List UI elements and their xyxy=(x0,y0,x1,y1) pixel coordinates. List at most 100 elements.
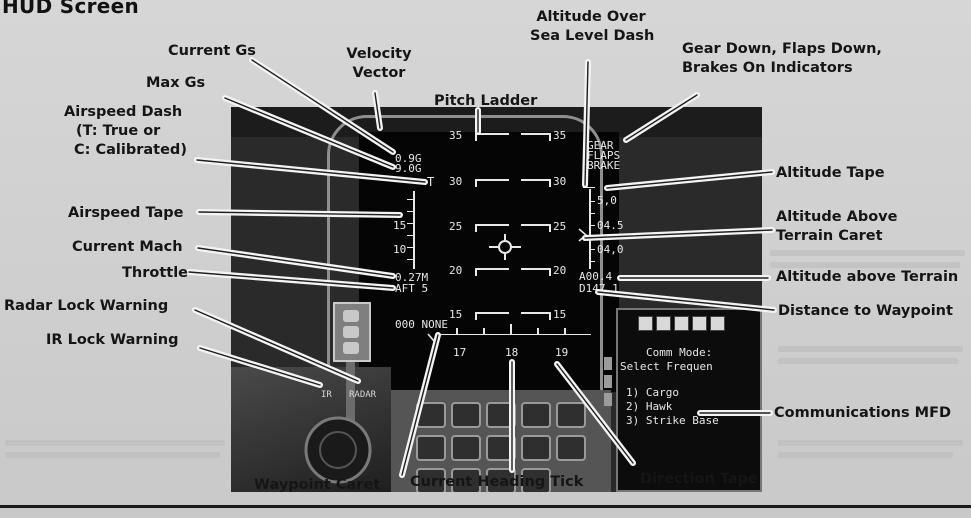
velocity-vector-icon xyxy=(489,234,521,260)
airspeed-tape-tick xyxy=(407,259,413,260)
side-switch xyxy=(604,393,612,406)
mfd-button[interactable] xyxy=(638,316,653,331)
pitch-line xyxy=(475,224,509,226)
label-radar-lock-warning: Radar Lock Warning xyxy=(4,298,169,314)
direction-tape-tick xyxy=(537,328,539,334)
radar-lock-label: RADAR xyxy=(349,390,377,400)
altitude-5-0: 5,0 xyxy=(597,194,617,207)
pitch-tick xyxy=(549,179,551,187)
label-pitch-ladder: Pitch Ladder xyxy=(434,93,538,109)
label-velocity-vector-line-1: Velocity xyxy=(346,46,412,62)
gauge xyxy=(556,435,586,461)
hud-distance-to-waypoint: D147.1 xyxy=(579,282,619,295)
gauge xyxy=(451,468,481,492)
heading-17: 17 xyxy=(453,346,467,359)
gauge xyxy=(521,435,551,461)
pitch-line xyxy=(521,268,551,270)
label-terrain-caret-line-1: Altitude Above xyxy=(776,209,898,225)
pitch-tick xyxy=(475,133,477,141)
background-text-line xyxy=(5,440,225,446)
mfd-button[interactable] xyxy=(692,316,707,331)
pitch-line xyxy=(475,312,509,314)
airspeed-tape-line xyxy=(413,191,415,269)
bottom-rule xyxy=(0,505,971,508)
warning-lamp-pole xyxy=(346,358,355,428)
label-airspeed-dash-line-2: (T: True or xyxy=(76,123,161,139)
direction-tape-tick xyxy=(456,328,458,334)
label-altitude-over-sea-level: Altitude Over Sea Level Dash xyxy=(530,8,655,46)
label-distance-to-waypoint: Distance to Waypoint xyxy=(778,303,953,319)
gauge xyxy=(451,435,481,461)
pitch-label-right-35: 35 xyxy=(553,129,567,142)
mfd-button[interactable] xyxy=(710,316,725,331)
pitch-tick xyxy=(475,312,477,320)
pitch-line xyxy=(521,179,551,181)
hud-airspeed-dash: T xyxy=(427,175,435,189)
altitude-tape-tick xyxy=(589,225,595,226)
radar-dial-icon xyxy=(304,416,372,484)
side-switch xyxy=(604,375,612,388)
gauge xyxy=(521,402,551,428)
heading-19: 19 xyxy=(555,346,569,359)
label-altitude-over-sea-level-line-2: Sea Level Dash xyxy=(530,28,655,44)
pitch-line xyxy=(521,312,551,314)
background-text-line xyxy=(778,440,963,446)
label-airspeed-dash-line-3: C: Calibrated) xyxy=(74,142,187,158)
altitude-tape-tick xyxy=(589,261,595,262)
airspeed-tape-tick xyxy=(407,211,413,212)
hud-flaps-indicator: FLAPS xyxy=(587,149,621,162)
label-terrain-caret-line-2: Terrain Caret xyxy=(776,228,883,244)
airspeed-tape-tick xyxy=(407,235,413,236)
pitch-tick xyxy=(475,224,477,232)
ir-lock-label: IR xyxy=(321,390,332,400)
direction-tape-line xyxy=(441,334,591,335)
gauge xyxy=(451,402,481,428)
pitch-label-right-20: 20 xyxy=(553,264,567,277)
pitch-label-left-35: 35 xyxy=(449,129,463,142)
background-text-line xyxy=(778,452,953,458)
gauge xyxy=(556,402,586,428)
background-text-line xyxy=(5,452,220,458)
lamp-light xyxy=(343,326,359,338)
label-current-heading-tick: Current Heading Tick xyxy=(410,474,584,490)
label-airspeed-dash-line-1: Airspeed Dash xyxy=(64,104,183,120)
altitude-4-5: 04.5 xyxy=(597,219,624,232)
gauge xyxy=(521,468,551,492)
hud-brake-indicator: BRAKE xyxy=(587,159,621,172)
hud-waypoint: 000 NONE xyxy=(395,318,448,331)
warning-lamp-box xyxy=(333,302,371,362)
pitch-label-left-15: 15 xyxy=(449,308,463,321)
background-text-line xyxy=(778,346,963,352)
mfd-option-2[interactable]: 2) Hawk xyxy=(626,400,673,413)
pitch-line xyxy=(475,179,509,181)
altitude-tape-tick xyxy=(583,187,595,188)
pitch-line xyxy=(521,133,551,135)
background-text-line xyxy=(770,250,965,256)
heading-18: 18 xyxy=(505,346,519,359)
mfd-option-1[interactable]: 1) Cargo xyxy=(626,386,679,399)
pitch-line xyxy=(521,224,551,226)
pitch-label-left-20: 20 xyxy=(449,264,463,277)
label-current-mach: Current Mach xyxy=(72,239,183,255)
label-altitude-above-terrain-caret: Altitude Above Terrain Caret xyxy=(776,208,897,246)
lamp-light xyxy=(343,342,359,354)
pitch-tick xyxy=(475,179,477,187)
pitch-line xyxy=(475,268,509,270)
label-altitude-above-terrain: Altitude above Terrain xyxy=(776,269,959,285)
label-velocity-vector-line-2: Vector xyxy=(352,65,406,81)
mfd-button[interactable] xyxy=(656,316,671,331)
label-gear-flaps-brakes-line-2: Brakes On Indicators xyxy=(682,60,853,76)
altitude-tape-line xyxy=(589,189,591,269)
mfd-line-1: Comm Mode: xyxy=(646,346,713,359)
mfd-option-3[interactable]: 3) Strike Base xyxy=(626,414,719,427)
gauge xyxy=(416,435,446,461)
pitch-tick xyxy=(549,312,551,320)
hud-altitude-above-terrain: A00.4 xyxy=(579,270,613,283)
label-waypoint-caret: Waypoint Caret xyxy=(254,477,381,493)
pitch-label-right-30: 30 xyxy=(553,175,567,188)
altitude-tape-tick xyxy=(589,213,595,214)
mfd-button[interactable] xyxy=(674,316,689,331)
hud-throttle: AFT 5 xyxy=(395,282,429,295)
altitude-tape-tick xyxy=(589,249,595,250)
